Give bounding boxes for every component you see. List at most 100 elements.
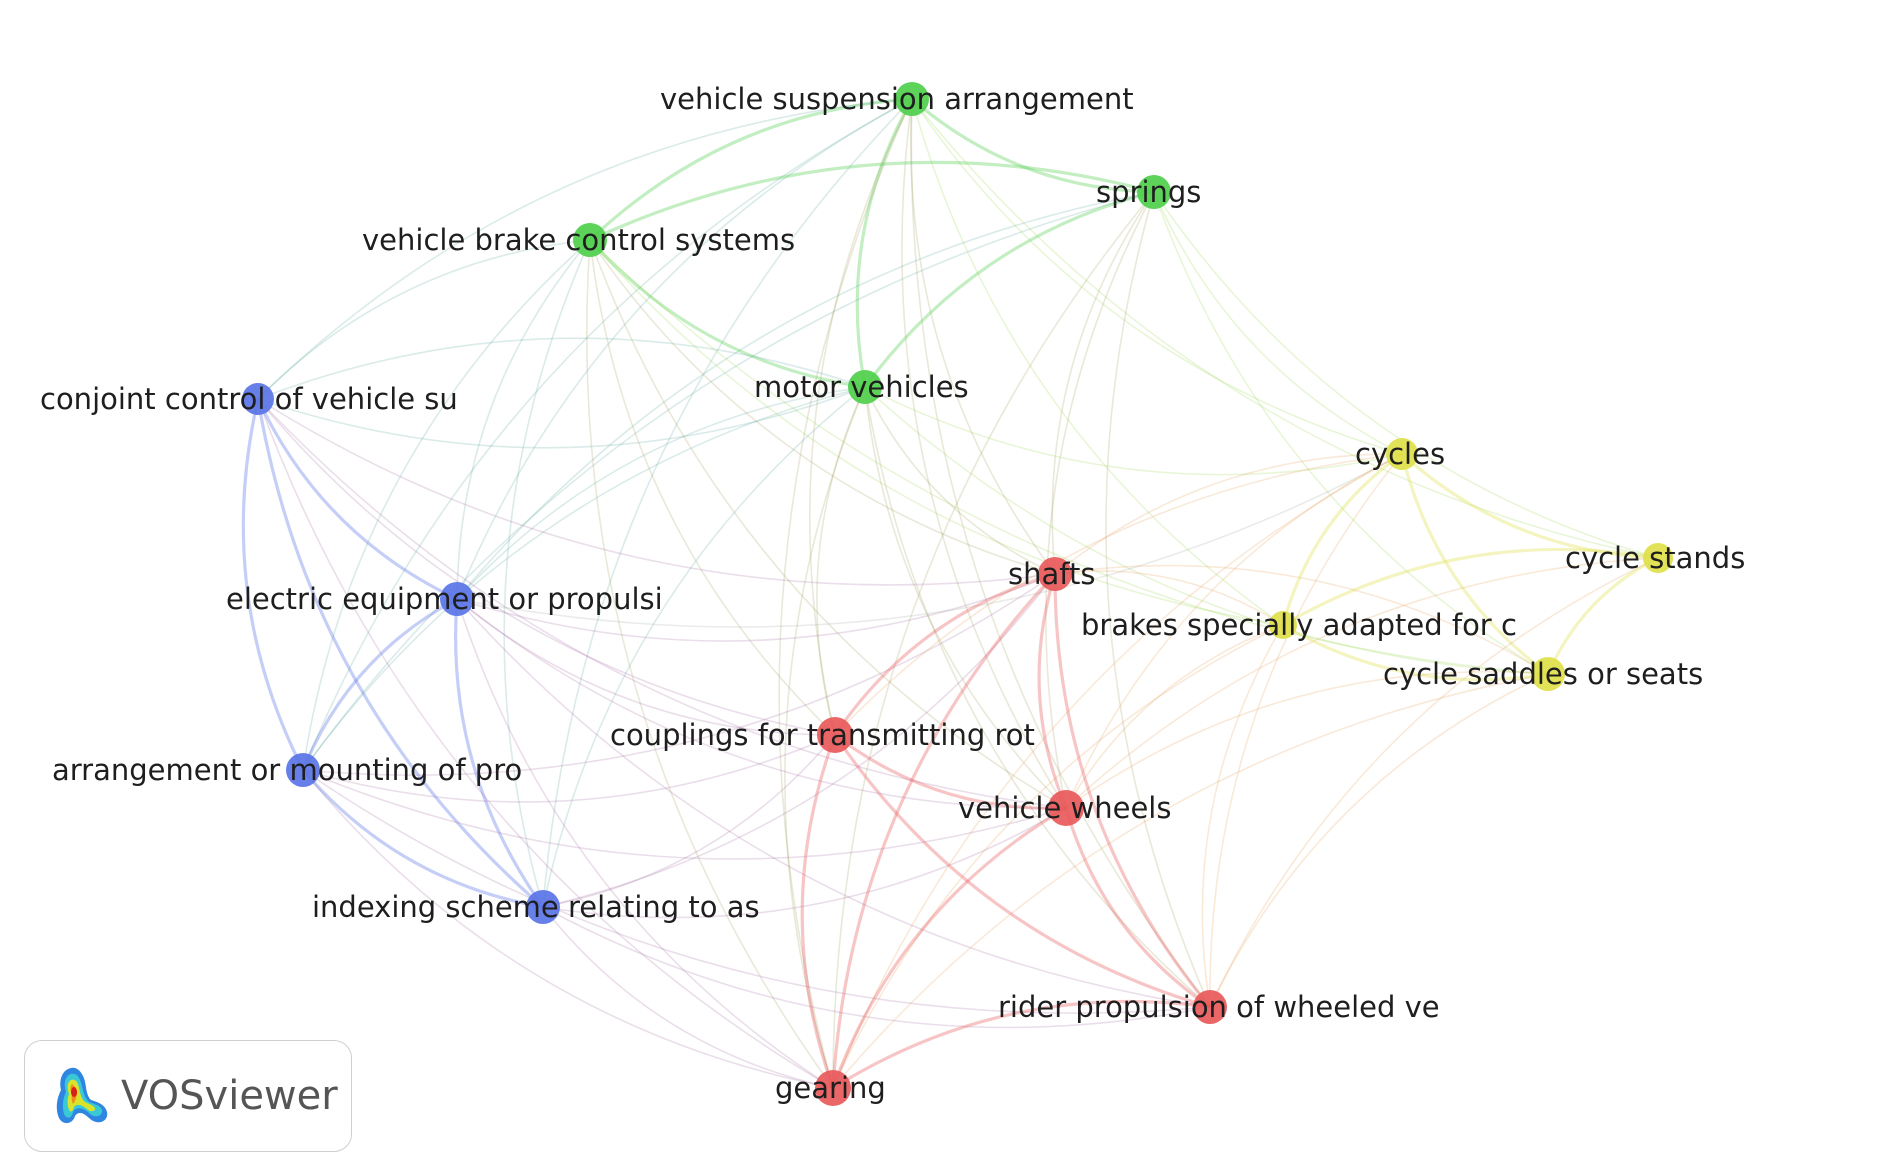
node-label-rp[interactable]: rider propulsion of wheeled ve xyxy=(998,990,1440,1024)
link-vsa-ee xyxy=(456,98,913,600)
node-gr[interactable] xyxy=(815,1070,851,1106)
link-vbc-is xyxy=(503,239,591,908)
link-vsa-am xyxy=(302,98,913,771)
node-label-is[interactable]: indexing scheme relating to as xyxy=(312,890,760,924)
link-cyc-rp xyxy=(1209,453,1403,1008)
link-spr-cs xyxy=(1153,191,1659,559)
node-label-gr[interactable]: gearing xyxy=(775,1071,886,1105)
link-rp-gr xyxy=(832,999,1211,1090)
link-cc-is xyxy=(256,398,545,909)
link-mv-gr xyxy=(784,386,866,1089)
node-label-vw[interactable]: vehicle wheels xyxy=(958,791,1171,825)
node-mv[interactable] xyxy=(848,370,882,404)
link-sh-vw xyxy=(1037,573,1068,809)
link-bs-sh xyxy=(1054,570,1284,626)
link-am-vw xyxy=(302,769,1067,860)
link-ee-cyc xyxy=(456,453,1403,628)
brand-name: VOSviewer xyxy=(121,1073,338,1119)
link-cc-gr xyxy=(257,398,834,1089)
link-vbc-gr xyxy=(586,239,834,1089)
link-spr-csa xyxy=(1153,191,1549,675)
node-ee[interactable] xyxy=(440,582,474,616)
node-vsa[interactable] xyxy=(895,82,929,116)
link-spr-am xyxy=(302,191,1155,771)
link-cc-vw xyxy=(257,398,1067,809)
node-label-cc[interactable]: conjoint control of vehicle su xyxy=(40,382,458,416)
node-label-ee[interactable]: electric equipment or propulsi xyxy=(226,582,663,616)
node-vw[interactable] xyxy=(1048,790,1084,826)
node-cyc[interactable] xyxy=(1386,438,1418,470)
link-vbc-sh xyxy=(589,239,1056,575)
link-vsa-cpl xyxy=(809,98,913,736)
link-vsa-vbc xyxy=(588,97,913,242)
link-cyc-gr xyxy=(832,453,1403,1089)
link-vsa-vw xyxy=(901,98,1067,809)
link-mv-sh xyxy=(864,386,1056,575)
node-label-am[interactable]: arrangement or mounting of pro xyxy=(52,753,522,787)
link-spr-ee xyxy=(456,191,1155,600)
link-cc-cpl xyxy=(257,398,836,736)
node-rp[interactable] xyxy=(1193,990,1227,1024)
node-cpl[interactable] xyxy=(817,717,853,753)
link-sh-cpl xyxy=(833,572,1056,736)
link-vbc-vw xyxy=(589,239,1067,809)
link-sh-rp xyxy=(1053,573,1212,1009)
link-spr-vw xyxy=(1045,191,1155,809)
node-spr[interactable] xyxy=(1137,175,1171,209)
link-bs-rp xyxy=(1201,624,1284,1008)
node-am[interactable] xyxy=(286,753,320,787)
link-mv-am xyxy=(302,386,866,771)
link-cyc-csa xyxy=(1400,453,1549,676)
link-vsa-cc xyxy=(257,98,913,400)
link-cc-sh xyxy=(257,398,1056,586)
link-vw-rp xyxy=(1064,807,1211,1009)
node-label-sh[interactable]: shafts xyxy=(1008,557,1095,591)
link-ee-gr xyxy=(456,598,834,1089)
node-label-vbc[interactable]: vehicle brake control systems xyxy=(362,223,795,257)
link-csa-gr xyxy=(832,673,1549,1089)
node-is[interactable] xyxy=(526,890,560,924)
link-vsa-sh xyxy=(910,98,1056,575)
node-label-mv[interactable]: motor vehicles xyxy=(754,370,969,404)
vosviewer-brand: VOSviewer xyxy=(24,1040,352,1152)
link-bs-gr xyxy=(832,624,1284,1089)
link-am-cpl xyxy=(302,734,836,803)
node-sh[interactable] xyxy=(1038,557,1072,591)
link-cs-vw xyxy=(1065,557,1659,809)
link-cyc-cs xyxy=(1400,452,1659,560)
link-cyc-vw xyxy=(1065,453,1403,809)
link-am-gr xyxy=(302,769,834,1089)
node-cc[interactable] xyxy=(242,383,274,415)
node-label-cyc[interactable]: cycles xyxy=(1355,437,1445,471)
link-vw-gr xyxy=(831,806,1067,1089)
node-label-cs[interactable]: cycle stands xyxy=(1565,541,1745,575)
link-mv-is xyxy=(542,386,866,908)
link-mv-vw xyxy=(864,386,1067,809)
node-vbc[interactable] xyxy=(573,223,607,257)
link-cc-am xyxy=(241,398,305,771)
node-label-bs[interactable]: brakes specially adapted for c xyxy=(1081,608,1517,642)
node-cs[interactable] xyxy=(1643,543,1673,573)
link-csa-rp xyxy=(1209,673,1549,1008)
link-csa-vw xyxy=(1065,670,1549,809)
link-is-gr xyxy=(542,906,834,1089)
link-spr-vbc xyxy=(589,160,1155,242)
node-bs[interactable] xyxy=(1269,611,1297,639)
node-label-vsa[interactable]: vehicle suspension arrangement xyxy=(660,82,1134,116)
link-ee-sh xyxy=(456,573,1056,642)
nodes-layer xyxy=(242,82,1673,1106)
node-label-csa[interactable]: cycle saddles or seats xyxy=(1383,657,1703,691)
node-label-cpl[interactable]: couplings for transmitting rot xyxy=(610,718,1035,752)
link-cyc-sh xyxy=(1054,453,1403,575)
link-am-sh xyxy=(302,573,1056,776)
link-vsa-is xyxy=(542,98,913,908)
node-csa[interactable] xyxy=(1531,657,1565,691)
link-vbc-mv xyxy=(588,238,866,389)
link-cpl-gr xyxy=(800,734,837,1089)
link-vbc-cc xyxy=(257,239,591,400)
link-vsa-spr xyxy=(910,97,1155,194)
link-ee-am xyxy=(301,597,458,771)
link-vsa-mv xyxy=(855,98,914,388)
node-label-spr[interactable]: springs xyxy=(1096,175,1201,209)
